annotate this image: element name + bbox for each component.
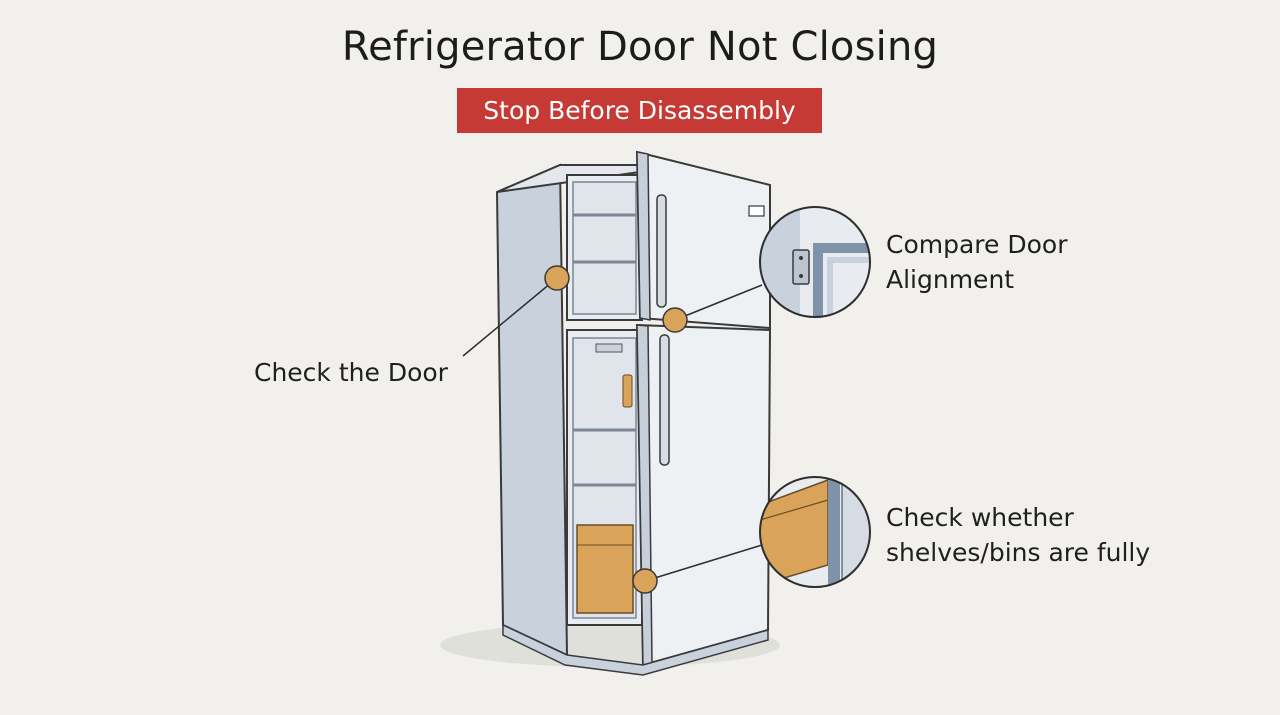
interior-light bbox=[595, 343, 623, 353]
callout-label-shelves-line2: shelves/bins are fully bbox=[886, 538, 1151, 567]
detail-view-alignment bbox=[760, 207, 870, 317]
leader-line-door bbox=[462, 277, 558, 357]
control-display bbox=[748, 205, 765, 217]
fridge-handle bbox=[659, 334, 670, 466]
marker-door bbox=[544, 265, 570, 291]
callout-label-alignment-line2: Alignment bbox=[886, 265, 1015, 294]
detail-view-shelves bbox=[760, 477, 870, 587]
callout-label-alignment-line1: Compare Door bbox=[886, 230, 1068, 259]
leader-line-alignment bbox=[674, 284, 763, 321]
freezer-inner-wall bbox=[572, 181, 637, 315]
marker-shelves bbox=[632, 568, 658, 594]
freezer-handle bbox=[656, 194, 667, 308]
leader-line-shelves bbox=[644, 544, 763, 582]
detail-circle-shelves bbox=[759, 476, 871, 588]
page-title: Refrigerator Door Not Closing bbox=[341, 24, 939, 70]
callout-label-shelves-line1: Check whether bbox=[886, 503, 1074, 532]
fridge-side-panel bbox=[495, 163, 569, 657]
callout-label-door: Check the Door bbox=[254, 358, 448, 387]
callout-label-alignment: Compare Door Alignment bbox=[886, 227, 1067, 297]
warning-badge: Stop Before Disassembly bbox=[457, 88, 822, 133]
fridge-base bbox=[502, 623, 769, 676]
interior-latch bbox=[622, 374, 633, 408]
freezer-door-edge bbox=[636, 151, 651, 321]
marker-alignment bbox=[662, 307, 688, 333]
fridge-door bbox=[635, 323, 772, 667]
callout-label-shelves: Check whether shelves/bins are fully bbox=[886, 500, 1150, 570]
detail-circle-alignment bbox=[759, 206, 871, 318]
crisper-bin bbox=[576, 524, 634, 614]
